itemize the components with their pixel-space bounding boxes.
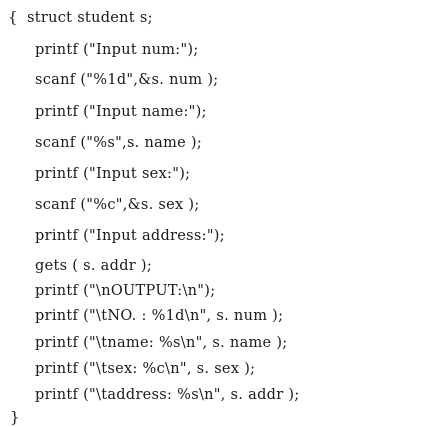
code-line-gets-addr: gets ( s. addr ); <box>35 258 153 274</box>
open-brace: { <box>8 8 18 26</box>
code-line-printf-output: printf ("\nOUTPUT:\n"); <box>35 283 216 299</box>
code-line-printf-name: printf ("Input name:"); <box>35 104 207 120</box>
code-line-scanf-sex: scanf ("%c",&s. sex ); <box>35 197 200 213</box>
code-line-printf-sex: printf ("Input sex:"); <box>35 166 191 182</box>
code-line-printf-out-address: printf ("\taddress: %s\n", s. addr ); <box>35 387 300 403</box>
close-brace: } <box>10 408 20 426</box>
code-line-printf-out-num: printf ("\tNO. : %1d\n", s. num ); <box>35 308 284 324</box>
code-line-printf-out-sex: printf ("\tsex: %c\n", s. sex ); <box>35 361 256 377</box>
code-line-printf-out-name: printf ("\tname: %s\n", s. name ); <box>35 335 288 351</box>
code-line-scanf-num: scanf ("%1d",&s. num ); <box>35 72 219 88</box>
code-line-printf-address: printf ("Input address:"); <box>35 228 225 244</box>
code-line-struct-declaration: struct student s; <box>27 10 153 26</box>
code-line-printf-num: printf ("Input num:"); <box>35 42 199 58</box>
code-line-scanf-name: scanf ("%s",s. name ); <box>35 135 203 151</box>
